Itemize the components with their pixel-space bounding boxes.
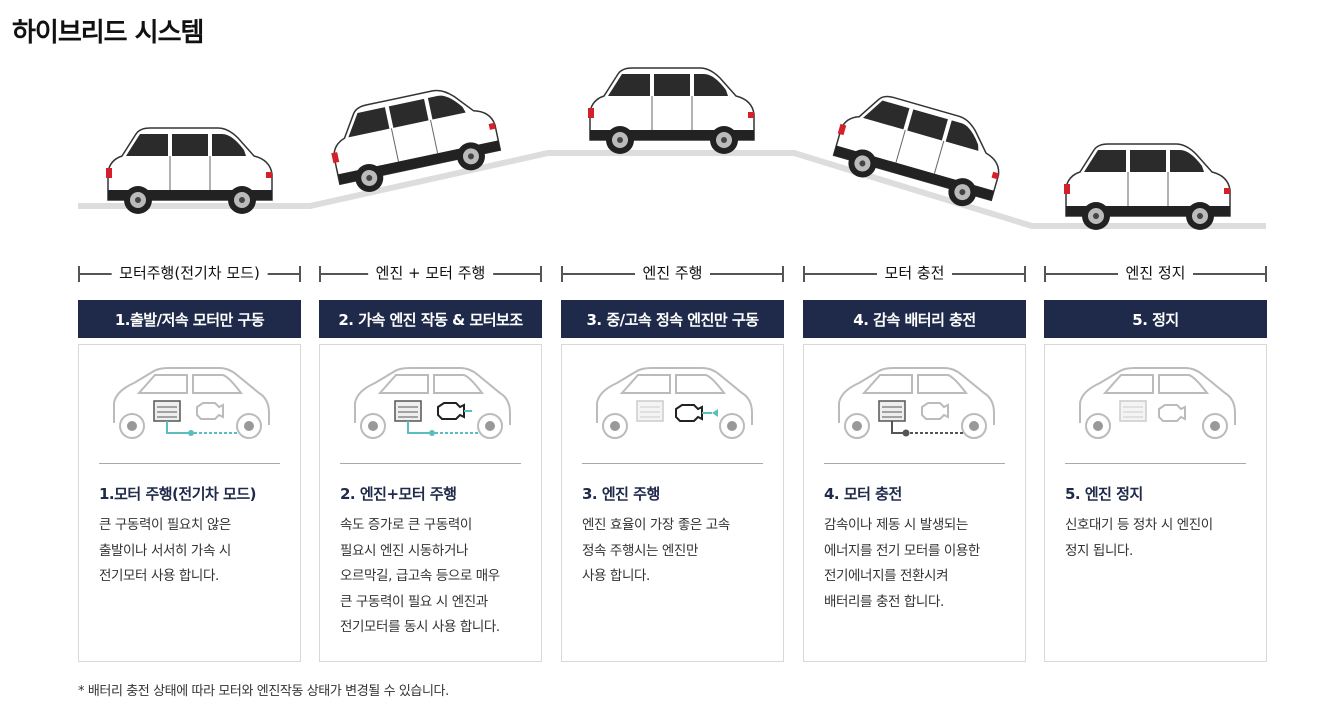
car-diagram-charging: [838, 367, 995, 439]
car-diagram-stopped: [1079, 367, 1236, 439]
card-header-5: 5. 정지: [1044, 300, 1267, 338]
stage-label-3: 엔진 주행: [561, 262, 784, 286]
card-divider: [99, 463, 280, 464]
stage-label-text: 모터주행(전기차 모드): [111, 262, 268, 284]
stage-label-text: 모터 충전: [876, 262, 953, 284]
car-5: [1063, 143, 1231, 231]
card-divider: [1065, 463, 1246, 464]
car-diagram-engine-motor: [354, 367, 511, 439]
car-diagram-battery-motor: [113, 367, 270, 439]
stage-label-4: 모터 충전: [803, 262, 1026, 286]
card-subtitle: 1.모터 주행(전기차 모드): [99, 485, 257, 503]
footnote: * 배터리 충전 상태에 따라 모터와 엔진작동 상태가 변경될 수 있습니다.: [78, 684, 449, 699]
stage-label-text: 엔진 정지: [1117, 262, 1194, 284]
card-divider: [824, 463, 1005, 464]
page-title: 하이브리드 시스템: [12, 18, 204, 48]
card-subtitle: 2. 엔진+모터 주행: [340, 485, 457, 503]
stage-label-text: 엔진 주행: [634, 262, 711, 284]
car-3: [587, 67, 755, 155]
card-header-2: 2. 가속 엔진 작동 & 모터보조: [319, 300, 542, 338]
card-divider: [340, 463, 521, 464]
road-scene: [78, 67, 1266, 231]
card-subtitle: 5. 엔진 정지: [1065, 485, 1143, 503]
card-header-4: 4. 감속 배터리 충전: [803, 300, 1026, 338]
stage-label-2: 엔진 + 모터 주행: [319, 262, 542, 286]
card-subtitle: 4. 모터 충전: [824, 485, 902, 503]
card-divider: [582, 463, 763, 464]
card-header-1: 1.출발/저속 모터만 구동: [78, 300, 301, 338]
car-diagram-engine: [596, 367, 753, 439]
stage-label-1: 모터주행(전기차 모드): [78, 262, 301, 286]
card-subtitle: 3. 엔진 주행: [582, 485, 660, 503]
car-1: [105, 127, 273, 215]
card-header-3: 3. 중/고속 정속 엔진만 구동: [561, 300, 784, 338]
stage-label-text: 엔진 + 모터 주행: [367, 262, 494, 284]
stage-label-5: 엔진 정지: [1044, 262, 1267, 286]
